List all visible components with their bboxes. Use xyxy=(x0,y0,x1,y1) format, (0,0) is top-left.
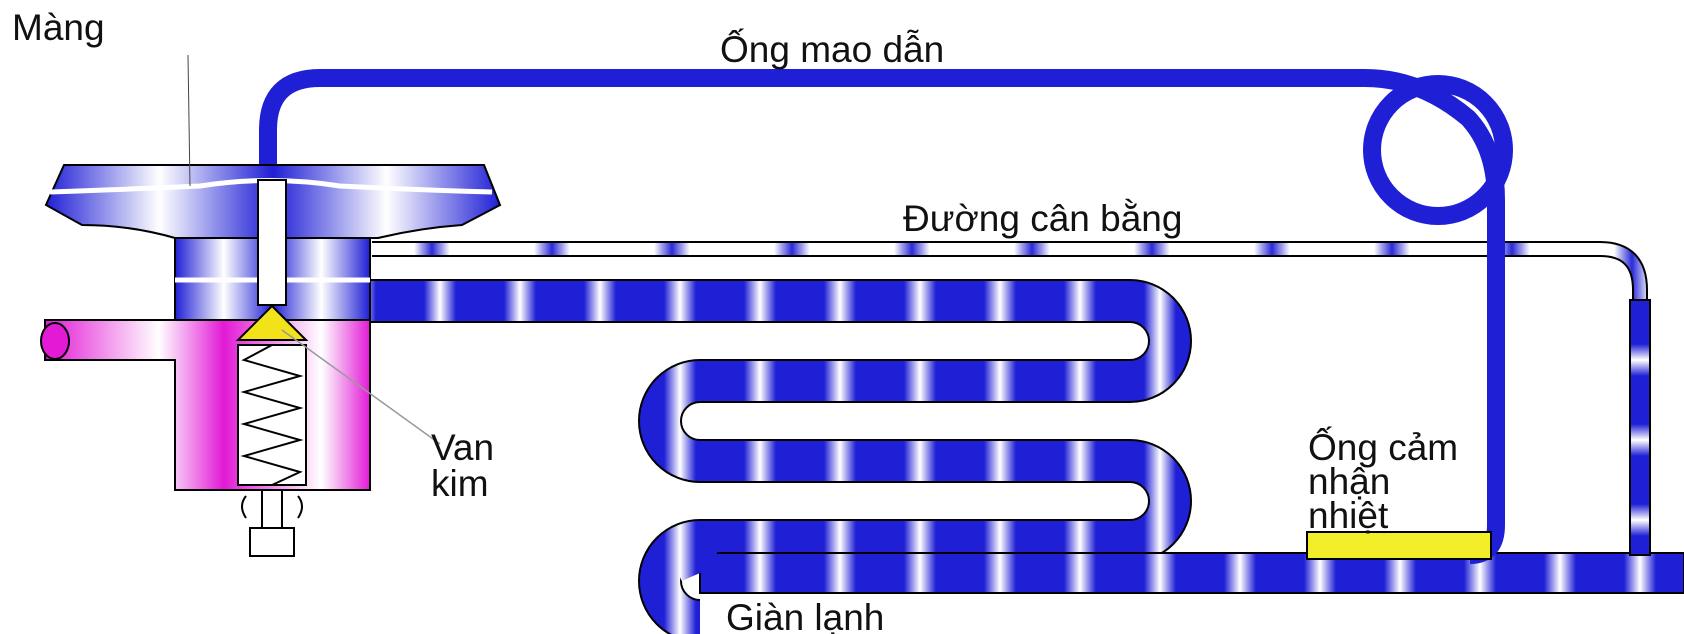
label-equalizer-line: Đường cân bằng xyxy=(903,198,1182,239)
inlet-fitting xyxy=(40,322,70,360)
label-evaporator: Giàn lạnh xyxy=(726,597,884,634)
label-needle-valve-1: Van xyxy=(431,427,494,468)
equalizer-line xyxy=(372,241,1651,556)
sensing-bulb xyxy=(1306,531,1492,560)
label-diaphragm: Màng xyxy=(12,7,105,48)
outlet-pipe xyxy=(699,552,1684,594)
needle-valve xyxy=(235,304,309,341)
capillary-coil xyxy=(1363,75,1513,225)
diaphragm-leader xyxy=(187,54,191,187)
valve-body xyxy=(44,319,371,491)
adjusting-screw xyxy=(261,489,283,531)
evaporator-coil xyxy=(360,279,1684,634)
adjusting-cap xyxy=(249,527,295,557)
capillary-tube xyxy=(259,69,1513,564)
expansion-valve xyxy=(40,164,502,557)
label-sensing-bulb-1: Ống cảm xyxy=(1308,426,1458,468)
spring xyxy=(240,344,304,486)
label-sensing-bulb-3: nhiệt xyxy=(1308,495,1389,536)
label-sensing-bulb-2: nhận xyxy=(1308,461,1390,502)
needle-leader xyxy=(281,329,441,445)
valve-stem xyxy=(257,179,287,306)
label-capillary-tube: Ống mao dẫn xyxy=(720,28,944,70)
label-needle-valve-2: kim xyxy=(431,463,489,504)
